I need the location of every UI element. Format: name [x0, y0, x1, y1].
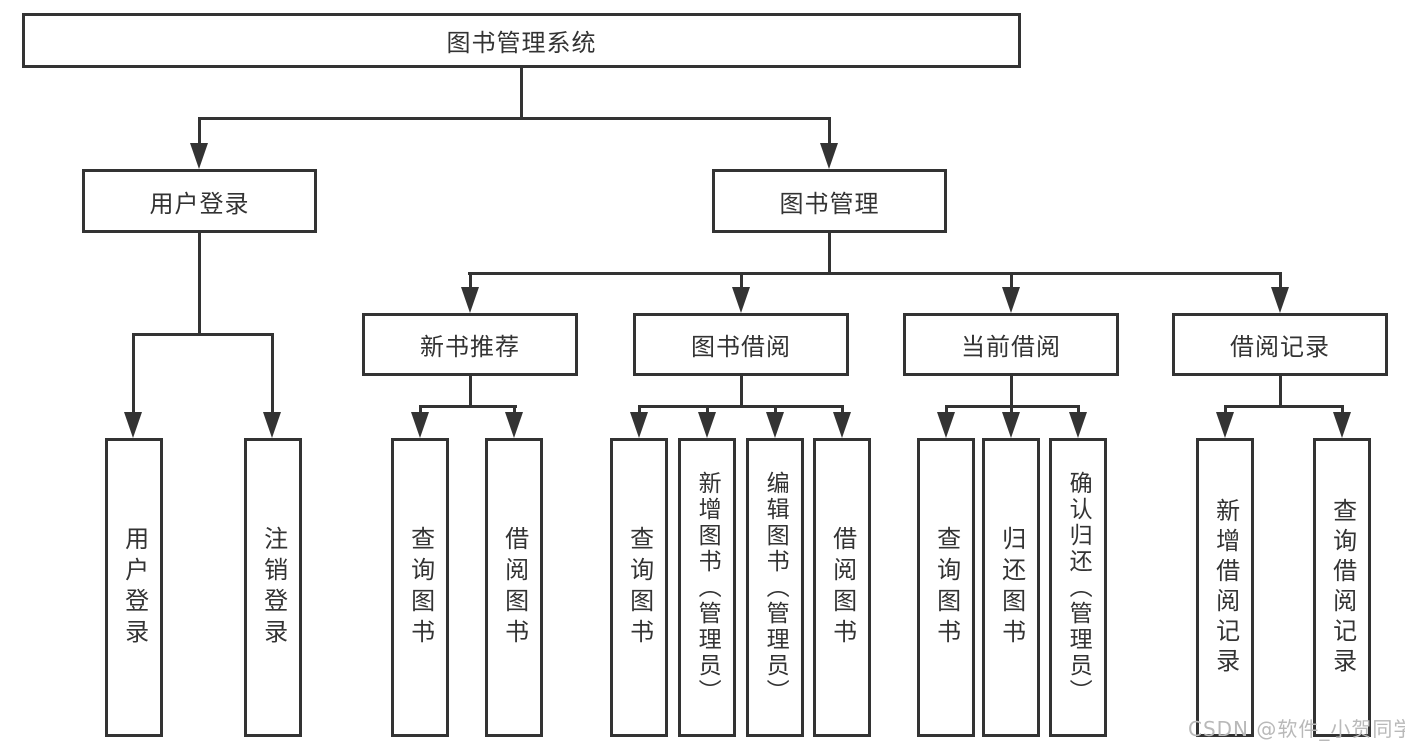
leaf-query-books-recommend: 查询图书 [391, 438, 449, 737]
leaf-user-login-label: 用户登录 [120, 525, 149, 650]
connector-book-management-stem [828, 233, 831, 275]
connector-to-user-login [198, 117, 201, 147]
leaf-user-login: 用户登录 [105, 438, 163, 737]
connector-leaf-stub [1341, 405, 1344, 415]
connector-to-leaf-user-login [132, 333, 135, 414]
node-library-system-label: 图书管理系统 [446, 29, 597, 57]
connector-to-book-borrowing [740, 272, 743, 290]
leaf-query-books-current-label: 查询图书 [932, 525, 961, 650]
leaf-add-borrow-record-label: 新增借阅记录 [1211, 497, 1240, 678]
connector-leaf-stub [774, 405, 777, 415]
arrowhead-down-icon [124, 412, 142, 438]
leaf-add-book-admin: 新增图书（管理员） [678, 438, 736, 737]
leaf-query-borrow-record: 查询借阅记录 [1313, 438, 1371, 737]
node-current-borrowing-label: 当前借阅 [961, 333, 1061, 361]
connector-current-borrowing-stem [1010, 376, 1013, 408]
node-book-management-label: 图书管理 [779, 189, 880, 218]
arrowhead-down-icon [1333, 412, 1351, 438]
node-book-borrowing: 图书借阅 [633, 313, 849, 376]
connector-to-book-management [828, 117, 831, 147]
leaf-query-books-current: 查询图书 [917, 438, 975, 737]
arrowhead-down-icon [937, 412, 955, 438]
arrowhead-down-icon [263, 412, 281, 438]
connector-borrowing-records-stem [1279, 376, 1282, 408]
arrowhead-down-icon [1271, 287, 1289, 313]
leaf-borrow-books-borrowing-label: 借阅图书 [828, 525, 857, 650]
connector-leaf-stub [419, 405, 422, 415]
connector-root-stem [520, 68, 523, 120]
node-new-book-recommend: 新书推荐 [362, 313, 578, 376]
arrowhead-down-icon [1002, 287, 1020, 313]
node-library-system: 图书管理系统 [22, 13, 1021, 68]
leaf-borrow-books-recommend-label: 借阅图书 [500, 525, 529, 650]
connector-book-borrowing-stem [740, 376, 743, 408]
connector-to-new-book [469, 272, 472, 290]
connector-book-borrowing-branch [638, 405, 843, 408]
leaf-confirm-return-admin-label: 确认归还（管理员） [1065, 470, 1092, 705]
connector-new-book-branch [419, 405, 517, 408]
arrowhead-down-icon [698, 412, 716, 438]
connector-leaf-stub [1010, 405, 1013, 415]
arrowhead-down-icon [732, 287, 750, 313]
connector-user-login-branch [132, 333, 274, 336]
connector-root-branch [198, 117, 831, 120]
arrowhead-down-icon [630, 412, 648, 438]
connector-leaf-stub [706, 405, 709, 415]
leaf-borrow-books-borrowing: 借阅图书 [813, 438, 871, 737]
connector-user-login-stem [198, 233, 201, 335]
node-borrowing-records: 借阅记录 [1172, 313, 1388, 376]
arrowhead-down-icon [820, 143, 838, 169]
arrowhead-down-icon [1216, 412, 1234, 438]
leaf-confirm-return-admin: 确认归还（管理员） [1049, 438, 1107, 737]
node-book-management: 图书管理 [712, 169, 947, 233]
arrowhead-down-icon [1002, 412, 1020, 438]
connector-new-book-stem [469, 376, 472, 408]
leaf-logout-label: 注销登录 [259, 525, 288, 650]
node-user-login-label: 用户登录 [149, 189, 250, 218]
connector-borrowing-records-branch [1224, 405, 1343, 408]
node-book-borrowing-label: 图书借阅 [691, 333, 791, 361]
node-borrowing-records-label: 借阅记录 [1230, 333, 1330, 361]
arrowhead-down-icon [833, 412, 851, 438]
node-current-borrowing: 当前借阅 [903, 313, 1119, 376]
leaf-query-borrow-record-label: 查询借阅记录 [1328, 497, 1357, 678]
leaf-edit-book-admin-label: 编辑图书（管理员） [762, 470, 789, 705]
leaf-return-book: 归还图书 [982, 438, 1040, 737]
connector-leaf-stub [1077, 405, 1080, 415]
leaf-logout: 注销登录 [244, 438, 302, 737]
connector-leaf-stub [513, 405, 516, 415]
connector-leaf-stub [841, 405, 844, 415]
leaf-query-books-borrowing-label: 查询图书 [625, 525, 654, 650]
connector-leaf-stub [1224, 405, 1227, 415]
leaf-add-book-admin-label: 新增图书（管理员） [694, 470, 721, 705]
connector-book-management-branch [468, 272, 1282, 275]
leaf-query-books-borrowing: 查询图书 [610, 438, 668, 737]
leaf-return-book-label: 归还图书 [997, 525, 1026, 650]
connector-leaf-stub [638, 405, 641, 415]
arrowhead-down-icon [1069, 412, 1087, 438]
arrowhead-down-icon [766, 412, 784, 438]
leaf-query-books-recommend-label: 查询图书 [406, 525, 435, 650]
node-new-book-recommend-label: 新书推荐 [420, 333, 520, 361]
arrowhead-down-icon [411, 412, 429, 438]
leaf-add-borrow-record: 新增借阅记录 [1196, 438, 1254, 737]
csdn-watermark: CSDN @软件_小贺同学 [1188, 717, 1405, 741]
arrowhead-down-icon [505, 412, 523, 438]
leaf-edit-book-admin: 编辑图书（管理员） [746, 438, 804, 737]
connector-to-leaf-logout [271, 333, 274, 414]
leaf-borrow-books-recommend: 借阅图书 [485, 438, 543, 737]
node-user-login: 用户登录 [82, 169, 317, 233]
connector-to-current-borrowing [1010, 272, 1013, 290]
connector-leaf-stub [945, 405, 948, 415]
connector-to-borrowing-records [1279, 272, 1282, 290]
arrowhead-down-icon [190, 143, 208, 169]
arrowhead-down-icon [461, 287, 479, 313]
